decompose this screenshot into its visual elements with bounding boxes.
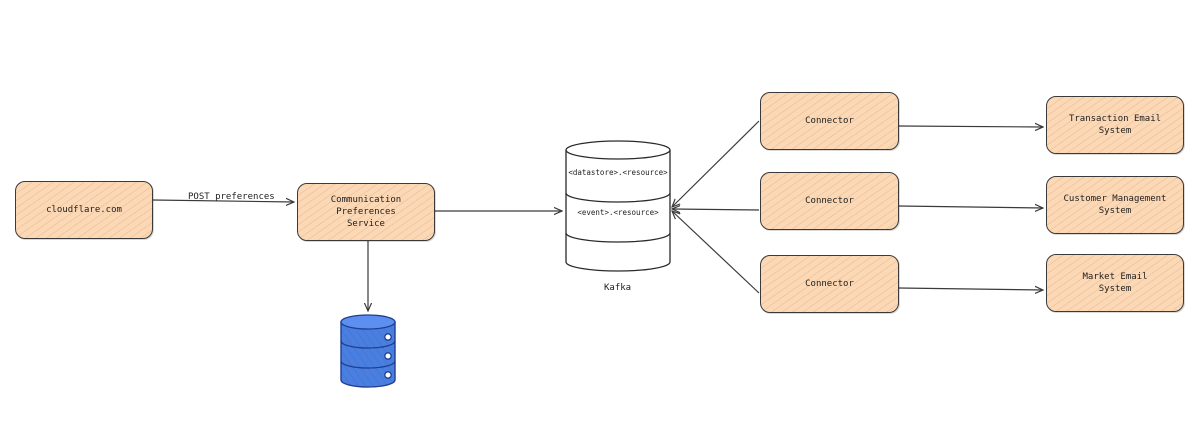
connector-node-2: Connector (760, 172, 899, 230)
edge-connector1-to-kafka (672, 120, 760, 207)
edge-cloudflare-to-service (152, 200, 294, 202)
cloudflare-node: cloudflare.com (15, 181, 153, 239)
communication-preferences-service-node: Communication Preferences Service (297, 183, 435, 241)
edge-connector3-to-kafka (672, 211, 760, 294)
kafka-cylinder (565, 140, 671, 272)
kafka-label: Kafka (604, 283, 632, 293)
connector-node-1: Connector (760, 92, 899, 150)
edge-connector2-to-kafka (672, 209, 760, 210)
kafka-topic-event-resource: <event>.<resource> (577, 208, 659, 217)
post-preferences-label: POST preferences (188, 192, 275, 202)
customer-management-system-node: Customer Management System (1046, 176, 1184, 234)
kafka-topic-datastore-resource: <datastore>.<resource> (568, 168, 668, 177)
edge-connector2-to-customer (898, 206, 1043, 208)
database-icon (340, 314, 396, 388)
transaction-email-system-node: Transaction Email System (1046, 96, 1184, 154)
market-email-system-node: Market Email System (1046, 254, 1184, 312)
edge-connector1-to-transaction (898, 126, 1043, 127)
connector-node-3: Connector (760, 255, 899, 313)
edges (152, 120, 1043, 311)
edge-connector3-to-market (898, 288, 1043, 290)
